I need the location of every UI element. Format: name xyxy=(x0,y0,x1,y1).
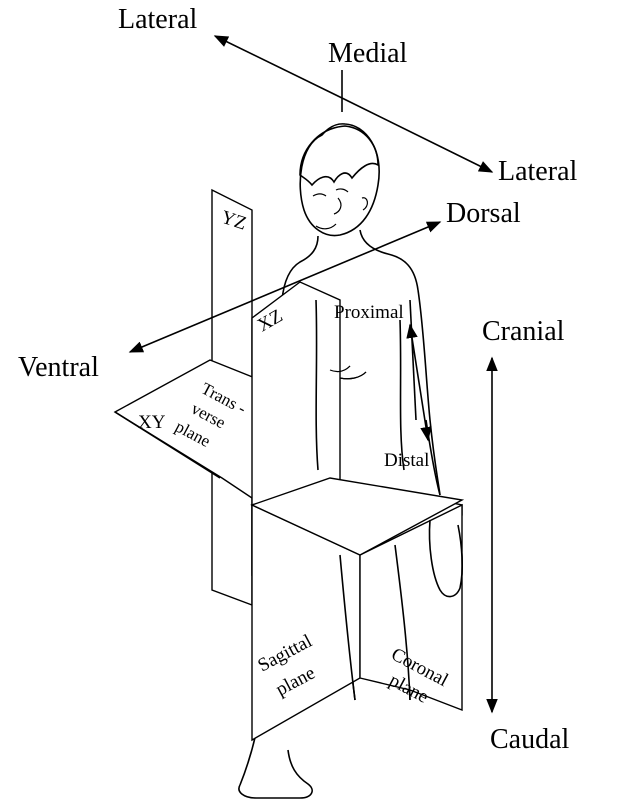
label-lateral-right: Lateral xyxy=(498,156,577,187)
label-distal: Distal xyxy=(384,450,429,471)
proximal-distal-axis xyxy=(406,323,432,442)
lateral-medial-axis xyxy=(213,35,494,173)
label-ventral: Ventral xyxy=(18,352,99,383)
label-medial: Medial xyxy=(328,38,408,69)
label-dorsal: Dorsal xyxy=(446,198,521,229)
dorsal-ventral-axis xyxy=(128,221,442,353)
label-proximal: Proximal xyxy=(334,302,404,323)
label-cranial: Cranial xyxy=(482,316,565,347)
label-xy: XY xyxy=(138,412,166,433)
label-lateral-left: Lateral xyxy=(118,4,197,35)
label-caudal: Caudal xyxy=(490,724,570,755)
transverse-plane-back xyxy=(250,477,465,556)
direction-labels: Lateral Medial Lateral Dorsal Ventral Cr… xyxy=(18,4,577,755)
